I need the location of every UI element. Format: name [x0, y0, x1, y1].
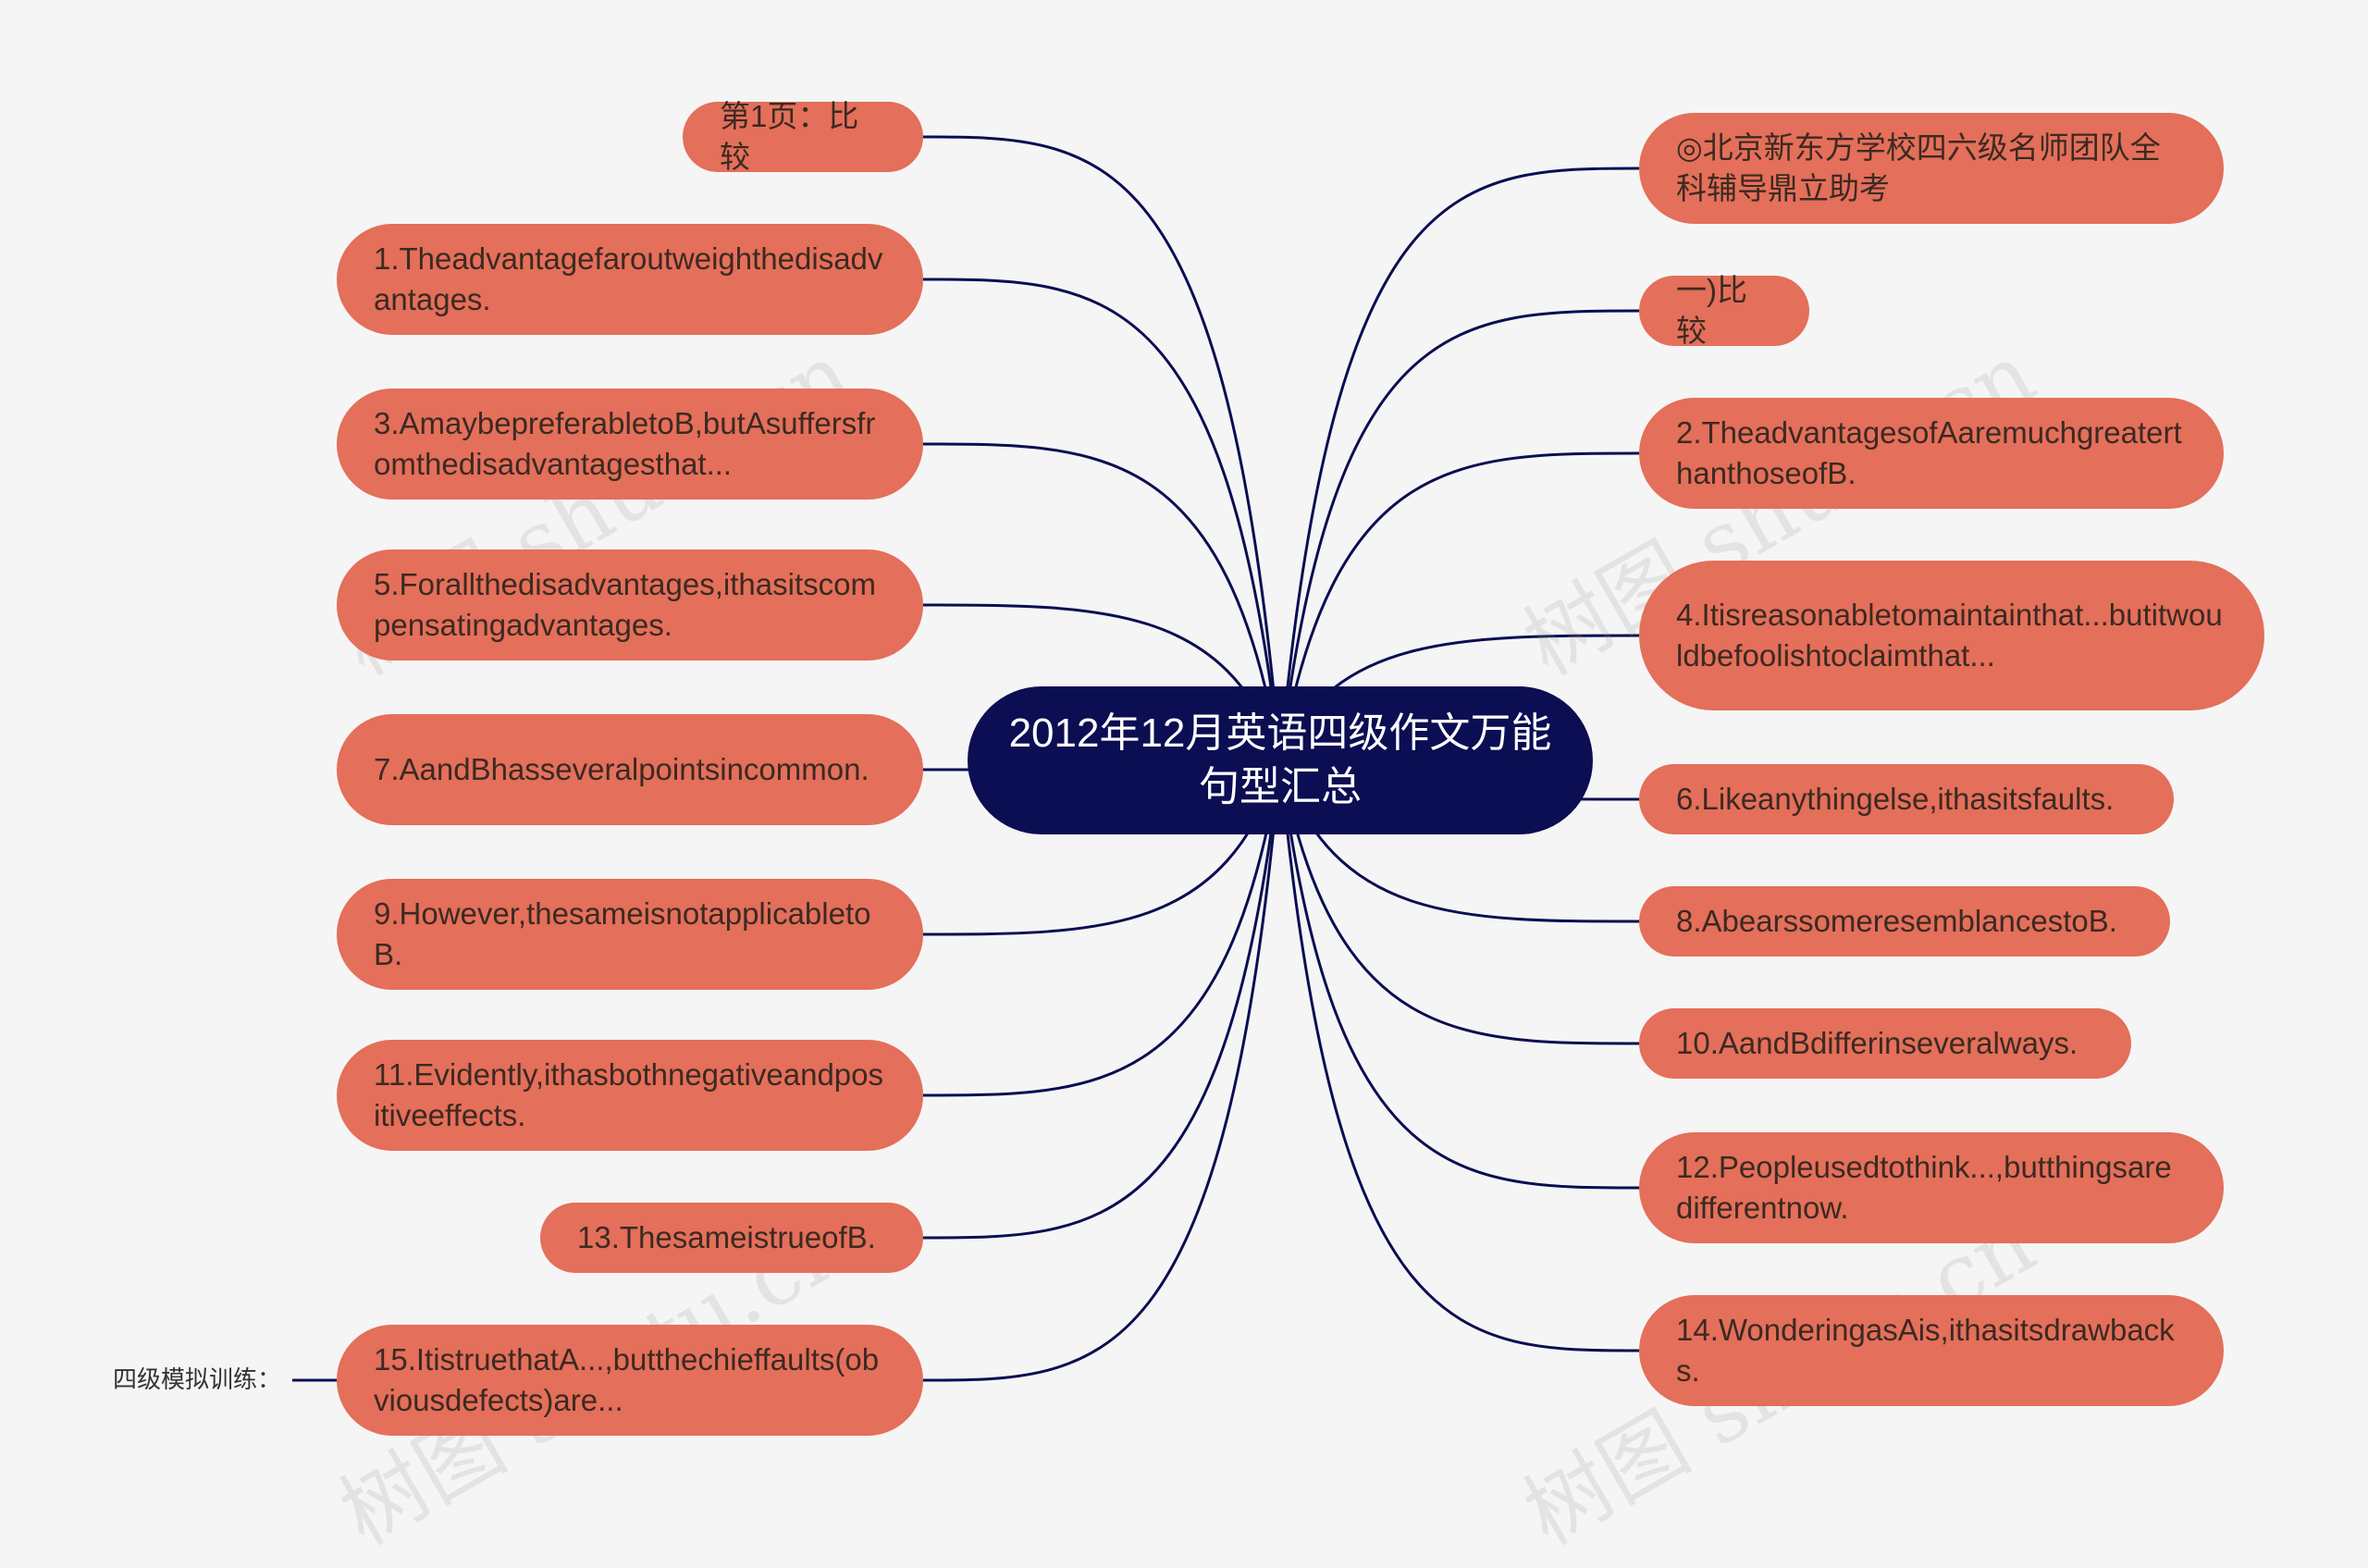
- topic-node-right[interactable]: 10.AandBdifferinseveralways.: [1639, 1008, 2131, 1079]
- topic-node-right[interactable]: 14.WonderingasAis,ithasitsdrawbacks.: [1639, 1295, 2224, 1406]
- connector-line-left: [922, 759, 1282, 1240]
- central-topic-label: 2012年12月英语四级作文万能句型汇总: [1008, 710, 1552, 809]
- topic-node-right[interactable]: 2.TheadvantagesofAaremuchgreaterthanthos…: [1639, 398, 2224, 509]
- central-topic[interactable]: 2012年12月英语四级作文万能句型汇总: [968, 686, 1593, 834]
- topic-node-left[interactable]: 7.AandBhasseveralpointsincommon.: [337, 714, 923, 825]
- connector-line-right: [1278, 451, 1640, 761]
- topic-node-left[interactable]: 9.However,thesameisnotapplicabletoB.: [337, 879, 923, 990]
- connector-line-left: [922, 759, 1282, 1382]
- connector-line-right: [1278, 759, 1640, 1352]
- connector-line-right: [1278, 167, 1640, 761]
- topic-node-left[interactable]: 第1页：比较: [683, 99, 923, 174]
- topic-node-right[interactable]: 一)比较: [1639, 273, 1809, 348]
- topic-node-left[interactable]: 13.ThesameistrueofB.: [540, 1203, 923, 1273]
- topic-node-left[interactable]: 3.AmaybepreferabletoB,butAsuffersfromthe…: [337, 389, 923, 500]
- connector-line-left: [922, 759, 1282, 1097]
- topic-node-right[interactable]: 12.Peopleusedtothink...,butthingsarediff…: [1639, 1132, 2224, 1243]
- topic-node-right[interactable]: ◎北京新东方学校四六级名师团队全科辅导鼎立助考: [1639, 113, 2224, 224]
- connector-line-right: [1278, 759, 1640, 1190]
- topic-node-left[interactable]: 11.Evidently,ithasbothnegativeandpositiv…: [337, 1040, 923, 1151]
- connector-line-left: [922, 135, 1282, 761]
- topic-node-right[interactable]: 4.Itisreasonabletomaintainthat...butitwo…: [1639, 561, 2264, 710]
- sub-topic-node[interactable]: 四级模拟训练：: [113, 1365, 282, 1393]
- topic-node-left[interactable]: 1.Theadvantagefaroutweighthedisadvantage…: [337, 224, 923, 335]
- connector-line-right: [1278, 759, 1640, 1045]
- topic-node-left[interactable]: 15.ItistruethatA...,butthechieffaults(ob…: [337, 1325, 923, 1436]
- connector-line-right: [1278, 309, 1640, 761]
- connector-line-left: [922, 442, 1282, 761]
- topic-node-right[interactable]: 8.AbearssomeresemblancestoB.: [1639, 886, 2170, 957]
- topic-node-left[interactable]: 5.Forallthedisadvantages,ithasitscompens…: [337, 549, 923, 661]
- topic-node-right[interactable]: 6.Likeanythingelse,ithasitsfaults.: [1639, 764, 2174, 834]
- connector-line-left: [922, 278, 1282, 761]
